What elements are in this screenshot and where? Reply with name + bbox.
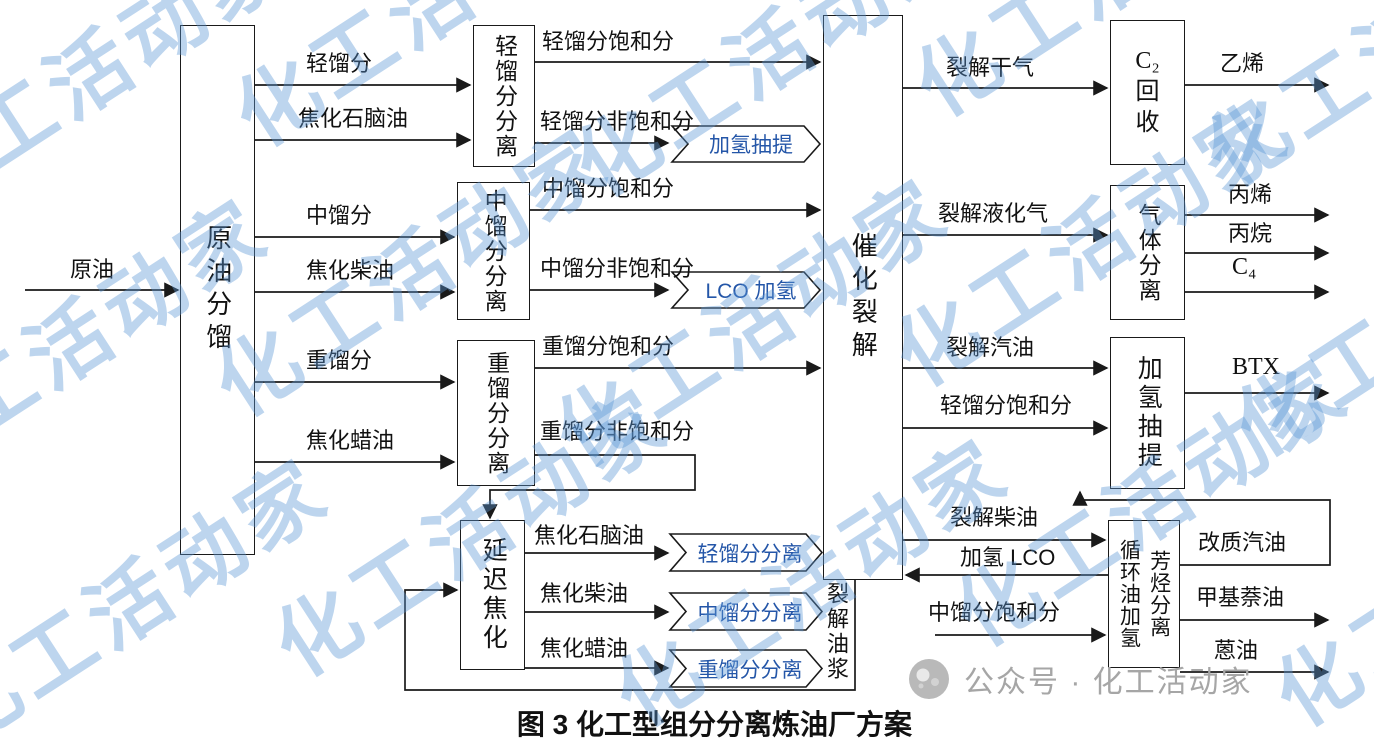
publisher-watermark: 公众号 · 化工活动家	[906, 656, 1253, 702]
box-hydro-extraction-label: 加氢抽提	[1134, 355, 1163, 471]
stream-heavy-fraction: 重馏分	[306, 348, 373, 373]
figure-caption: 图 3 化工型组分分离炼油厂方案	[516, 709, 913, 740]
c2-recovery-line3: 收	[1135, 110, 1160, 137]
stream-cracked-lpg: 裂解液化气	[938, 201, 1049, 226]
stream-cracked-dry-gas: 裂解干气	[946, 55, 1035, 80]
stream-cracked-gasoline: 裂解汽油	[946, 335, 1035, 360]
banner-heavy-fraction-separation: 重馏分分离	[697, 658, 803, 682]
stream-methylnaphthalene-oil: 甲基萘油	[1196, 585, 1285, 610]
box-mid-fraction-separation: 中馏分分离	[457, 182, 530, 320]
stream-light-saturated-to-extraction: 轻馏分饱和分	[940, 393, 1073, 418]
stream-coker-naphtha-in: 焦化石脑油	[298, 106, 409, 131]
banner-hydro-extraction: 加氢抽提	[709, 134, 793, 157]
stream-heavy-saturated: 重馏分饱和分	[542, 334, 675, 359]
stream-cracked-diesel: 裂解柴油	[950, 505, 1039, 530]
stream-ethylene: 乙烯	[1220, 51, 1265, 76]
banner-lco-hydrogenation: LCO 加氢	[705, 280, 797, 303]
c2-recovery-line2: 回	[1135, 78, 1160, 105]
box-heavy-fraction-separation: 重馏分分离	[457, 340, 535, 486]
box-delayed-coking-label: 延迟焦化	[479, 537, 508, 653]
stream-heavy-unsaturated: 重馏分非饱和分	[540, 419, 695, 444]
box-mid-fraction-separation-label: 中馏分分离	[481, 188, 508, 314]
stream-hydro-lco: 加氢 LCO	[960, 545, 1056, 570]
box-cycle-oil-label: 循环油加氢 芳烃分离	[1117, 539, 1171, 649]
stream-mid-saturated: 中馏分饱和分	[542, 176, 675, 201]
box-c2-recovery-label: C₂ 回 收	[1135, 46, 1159, 140]
stream-mid-fraction: 中馏分	[306, 203, 373, 228]
stream-light-unsaturated: 轻馏分非饱和分	[540, 109, 695, 134]
stream-cracked-slurry: 裂解油浆	[824, 582, 849, 682]
stream-coker-wax-out: 焦化蜡油	[540, 636, 629, 661]
box-heavy-fraction-separation-label: 重馏分分离	[483, 350, 510, 476]
stream-crude-oil: 原油	[70, 257, 115, 282]
stream-c4: C₄	[1232, 254, 1257, 280]
stream-propylene: 丙烯	[1228, 182, 1273, 207]
banner-light-fraction-separation: 轻馏分分离	[697, 542, 803, 566]
publisher-logo-icon	[909, 659, 949, 699]
stream-light-saturated: 轻馏分饱和分	[542, 29, 675, 54]
stream-coker-wax-in: 焦化蜡油	[306, 428, 395, 453]
stream-coker-diesel-in: 焦化柴油	[306, 258, 395, 283]
box-hydro-extraction: 加氢抽提	[1110, 337, 1185, 489]
stream-propane: 丙烷	[1228, 221, 1273, 246]
stream-coker-diesel-out: 焦化柴油	[540, 581, 629, 606]
box-crude-fractionation: 原油分馏	[180, 25, 255, 555]
stream-btx: BTX	[1232, 354, 1280, 380]
publisher-name: 公众号 · 化工活动家	[964, 666, 1253, 699]
cycle-oil-col-2: 芳烃分离	[1147, 550, 1171, 638]
box-cycle-oil-hydro-aromatics-separation: 循环油加氢 芳烃分离	[1108, 520, 1180, 668]
box-gas-separation-label: 气体分离	[1135, 202, 1162, 303]
box-delayed-coking: 延迟焦化	[460, 520, 525, 670]
box-gas-separation: 气体分离	[1110, 185, 1185, 320]
box-light-fraction-separation-label: 轻馏分分离	[491, 33, 518, 159]
stream-coker-naphtha-out: 焦化石脑油	[534, 523, 645, 548]
stream-anthracene-oil: 蒽油	[1214, 638, 1259, 663]
banner-mid-fraction-separation: 中馏分分离	[697, 601, 803, 625]
box-c2-recovery: C₂ 回 收	[1110, 20, 1185, 165]
stream-reformed-gasoline: 改质汽油	[1198, 530, 1287, 555]
stream-mid-saturated-to-cycle-oil: 中馏分饱和分	[928, 600, 1061, 625]
stream-mid-unsaturated: 中馏分非饱和分	[540, 256, 695, 281]
box-catalytic-cracking-label: 催化裂解	[848, 231, 879, 364]
box-crude-fractionation-label: 原油分馏	[202, 224, 233, 356]
box-light-fraction-separation: 轻馏分分离	[473, 25, 535, 167]
box-catalytic-cracking: 催化裂解	[823, 15, 903, 580]
c2-recovery-line1: C₂	[1135, 47, 1160, 74]
stream-light-fraction: 轻馏分	[306, 51, 373, 76]
cycle-oil-col-1: 循环油加氢	[1117, 539, 1141, 649]
